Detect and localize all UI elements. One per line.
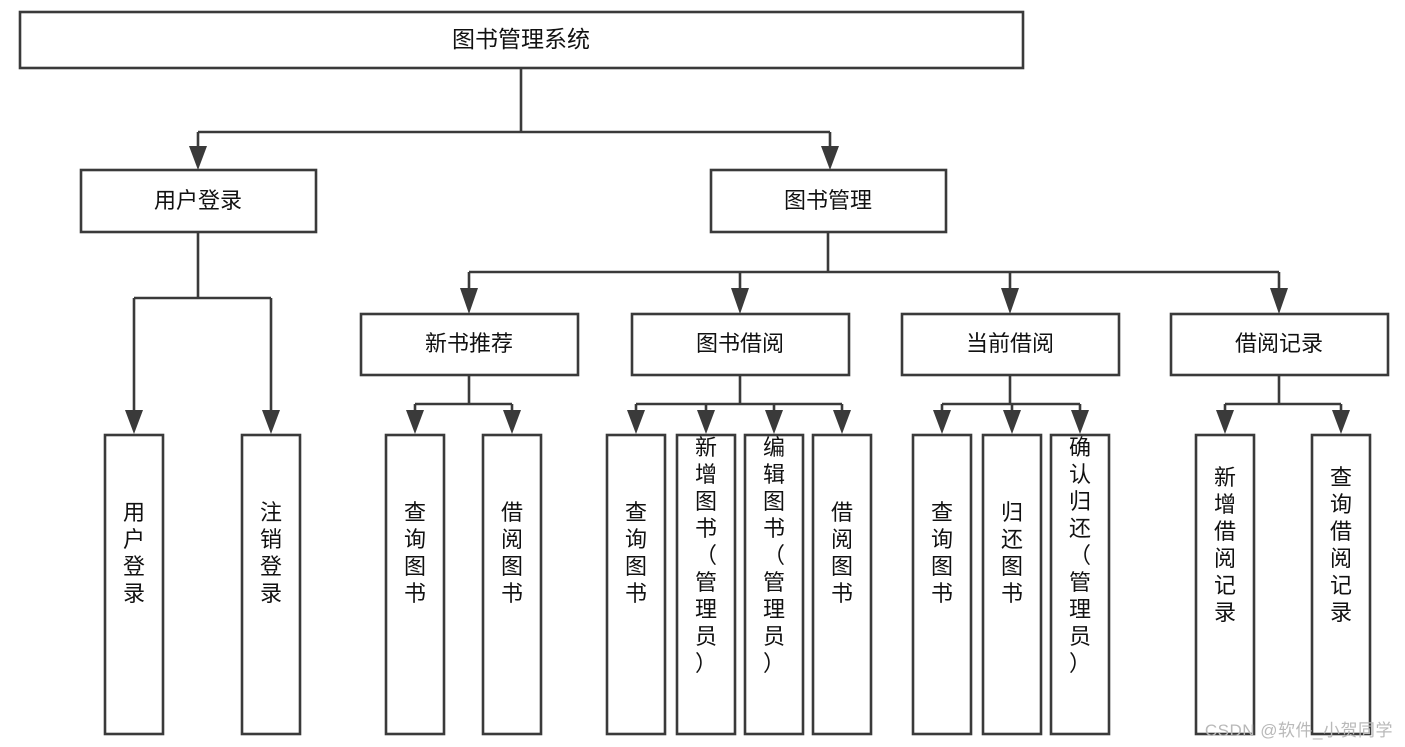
node-book-borrow[interactable]: 图书借阅 xyxy=(630,312,851,377)
arrow-head-icon xyxy=(627,410,645,434)
leaf-current-borrow-return[interactable]: 归还图书 xyxy=(981,433,1043,736)
leaf-label: 借阅图书 xyxy=(501,500,523,606)
leaf-box xyxy=(1049,433,1111,736)
node-borrow-record[interactable]: 借阅记录 xyxy=(1169,312,1390,377)
leaf-borrow-record-query[interactable]: 查询借阅记录 xyxy=(1310,433,1372,736)
arrow-head-icon xyxy=(833,410,851,434)
leaf-box xyxy=(675,433,737,736)
arrow-head-icon xyxy=(1270,288,1288,314)
leaf-new-book-borrow[interactable]: 借阅图书 xyxy=(481,433,543,736)
leaf-box xyxy=(103,433,165,736)
node-current-borrow[interactable]: 当前借阅 xyxy=(900,312,1121,377)
node-user-login[interactable]: 用户登录 xyxy=(79,168,318,234)
connector-new-book-recommend-to-leaves xyxy=(406,375,521,434)
node-new-book-recommend[interactable]: 新书推荐 xyxy=(359,312,580,377)
leaf-label: 用户登录 xyxy=(123,500,145,606)
node-user-login-box xyxy=(79,168,318,234)
node-current-borrow-box xyxy=(900,312,1121,377)
node-new-book-recommend-box xyxy=(359,312,580,377)
leaf-user-login-login[interactable]: 用户登录 xyxy=(103,433,165,736)
leaf-current-borrow-query[interactable]: 查询图书 xyxy=(911,433,973,736)
leaf-box xyxy=(911,433,973,736)
leaf-label: 归还图书 xyxy=(1001,500,1023,606)
node-root-label: 图书管理系统 xyxy=(452,26,590,52)
leaf-borrow-record-add[interactable]: 新增借阅记录 xyxy=(1194,433,1256,736)
leaf-label: 确认归还（管理员） xyxy=(1069,435,1091,676)
connector-book-management-to-level3 xyxy=(460,232,1288,314)
connector-book-borrow-to-leaves xyxy=(627,375,851,434)
leaf-box xyxy=(384,433,446,736)
arrow-head-icon xyxy=(406,410,424,434)
leaf-book-borrow-edit[interactable]: 编辑图书（管理员） xyxy=(743,433,805,736)
arrow-head-icon xyxy=(1332,410,1350,434)
leaf-current-borrow-confirm[interactable]: 确认归还（管理员） xyxy=(1049,433,1111,736)
leaf-label: 注销登录 xyxy=(260,500,282,606)
leaf-label: 新增借阅记录 xyxy=(1214,465,1236,625)
connector-borrow-record-to-leaves xyxy=(1216,375,1350,434)
arrow-head-icon xyxy=(1003,410,1021,434)
leaf-box xyxy=(1194,433,1256,736)
connector-current-borrow-to-leaves xyxy=(933,375,1089,434)
arrow-head-icon xyxy=(262,410,280,434)
node-book-management-label: 图书管理 xyxy=(784,188,872,213)
arrow-head-icon xyxy=(1216,410,1234,434)
leaf-box xyxy=(1310,433,1372,736)
connector-user-login-to-leaves xyxy=(125,232,280,434)
leaf-box xyxy=(743,433,805,736)
arrow-head-icon xyxy=(821,146,839,170)
leaf-label: 借阅图书 xyxy=(831,500,853,606)
arrow-head-icon xyxy=(933,410,951,434)
leaf-label: 查询图书 xyxy=(931,500,953,606)
connector-root-to-level2 xyxy=(189,68,839,170)
arrow-head-icon xyxy=(460,288,478,314)
leaf-box xyxy=(481,433,543,736)
arrow-head-icon xyxy=(189,146,207,170)
leaf-label: 编辑图书（管理员） xyxy=(763,435,785,676)
node-book-management[interactable]: 图书管理 xyxy=(709,168,948,234)
leaf-book-borrow-add[interactable]: 新增图书（管理员） xyxy=(675,433,737,736)
leaf-label: 查询图书 xyxy=(625,500,647,606)
node-book-borrow-label: 图书借阅 xyxy=(696,331,784,356)
node-new-book-recommend-label: 新书推荐 xyxy=(425,331,513,356)
leaf-box xyxy=(240,433,302,736)
arrow-head-icon xyxy=(1001,288,1019,314)
leaf-box xyxy=(981,433,1043,736)
leaf-book-borrow-borrow[interactable]: 借阅图书 xyxy=(811,433,873,736)
node-borrow-record-label: 借阅记录 xyxy=(1235,331,1323,356)
arrow-head-icon xyxy=(1071,410,1089,434)
node-root[interactable]: 图书管理系统 xyxy=(18,10,1025,70)
leaf-new-book-query[interactable]: 查询图书 xyxy=(384,433,446,736)
node-root-box xyxy=(18,10,1025,70)
node-current-borrow-label: 当前借阅 xyxy=(966,331,1054,356)
leaf-label: 查询借阅记录 xyxy=(1330,465,1352,625)
arrow-head-icon xyxy=(125,410,143,434)
arrow-head-icon xyxy=(731,288,749,314)
leaf-label: 新增图书（管理员） xyxy=(695,435,717,676)
arrow-head-icon xyxy=(503,410,521,434)
arrow-head-icon xyxy=(697,410,715,434)
leaf-box xyxy=(811,433,873,736)
leaf-label: 查询图书 xyxy=(404,500,426,606)
leaf-box xyxy=(605,433,667,736)
leaf-book-borrow-query[interactable]: 查询图书 xyxy=(605,433,667,736)
node-user-login-label: 用户登录 xyxy=(154,188,242,213)
arrow-head-icon xyxy=(765,410,783,434)
leaf-user-login-logout[interactable]: 注销登录 xyxy=(240,433,302,736)
